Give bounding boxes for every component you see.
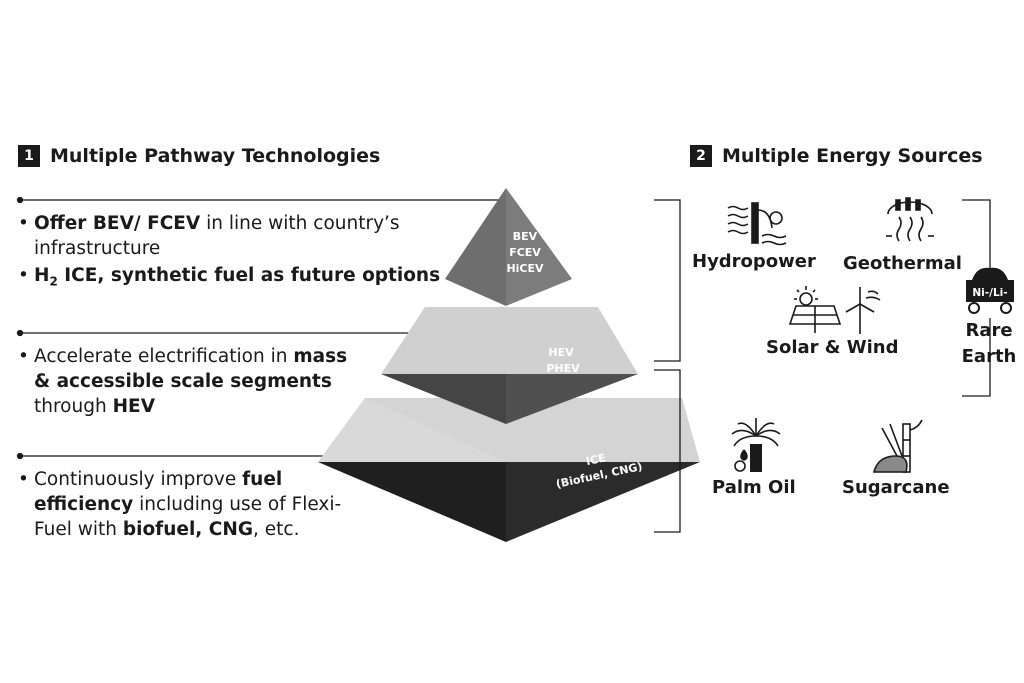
label-rare-earth: Rare Earth	[961, 320, 1017, 367]
tier-label-ice: ICE	[585, 451, 607, 468]
rare-earth-icon: Ni-/Li-	[966, 267, 1014, 314]
tier-label-hicev: HiCEV	[506, 262, 544, 275]
heading-pathway-technologies: 1 Multiple Pathway Technologies	[18, 145, 380, 167]
bracket-renewables	[654, 199, 681, 362]
label-sugarcane: Sugarcane	[842, 477, 950, 498]
heading-text: Multiple Energy Sources	[722, 145, 983, 167]
section-number-1: 1	[18, 145, 40, 167]
bullet-h2-ice: •H2 ICE, synthetic fuel as future option…	[18, 265, 441, 289]
bullet-ice: •Continuously improve fuel efficiency in…	[18, 469, 342, 540]
heading-energy-sources: 2 Multiple Energy Sources	[690, 145, 983, 167]
pyramid-tier-top	[445, 188, 572, 306]
section-number-2: 2	[690, 145, 712, 167]
tier-label-fcev: FCEV	[509, 246, 541, 259]
tier-label-phev: PHEV	[546, 362, 580, 375]
pyramid-tier-bottom	[318, 398, 700, 542]
label-geothermal: Geothermal	[843, 253, 962, 274]
rare-earth-tag: Ni-/Li-	[972, 287, 1007, 299]
pyramid-tier-middle	[381, 307, 638, 424]
solar-wind-icon	[788, 286, 881, 334]
palm-oil-icon	[731, 418, 781, 472]
bracket-rare-earth	[962, 199, 991, 397]
tier-label-bev: BEV	[513, 230, 538, 243]
heading-text: Multiple Pathway Technologies	[50, 145, 381, 167]
hydropower-icon	[727, 202, 787, 246]
bullet-bev-fcev: •Offer BEV/ FCEV in line with country’s …	[18, 213, 400, 259]
bracket-biofuels	[654, 369, 681, 533]
geothermal-icon	[886, 197, 934, 242]
label-solar-wind: Solar & Wind	[766, 337, 899, 358]
sugarcane-icon	[872, 419, 923, 473]
label-palm-oil: Palm Oil	[712, 477, 796, 498]
tier-label-hev: HEV	[548, 346, 574, 359]
label-hydropower: Hydropower	[692, 251, 816, 272]
bullet-hev: •Accelerate electrification in mass & ac…	[18, 346, 348, 417]
